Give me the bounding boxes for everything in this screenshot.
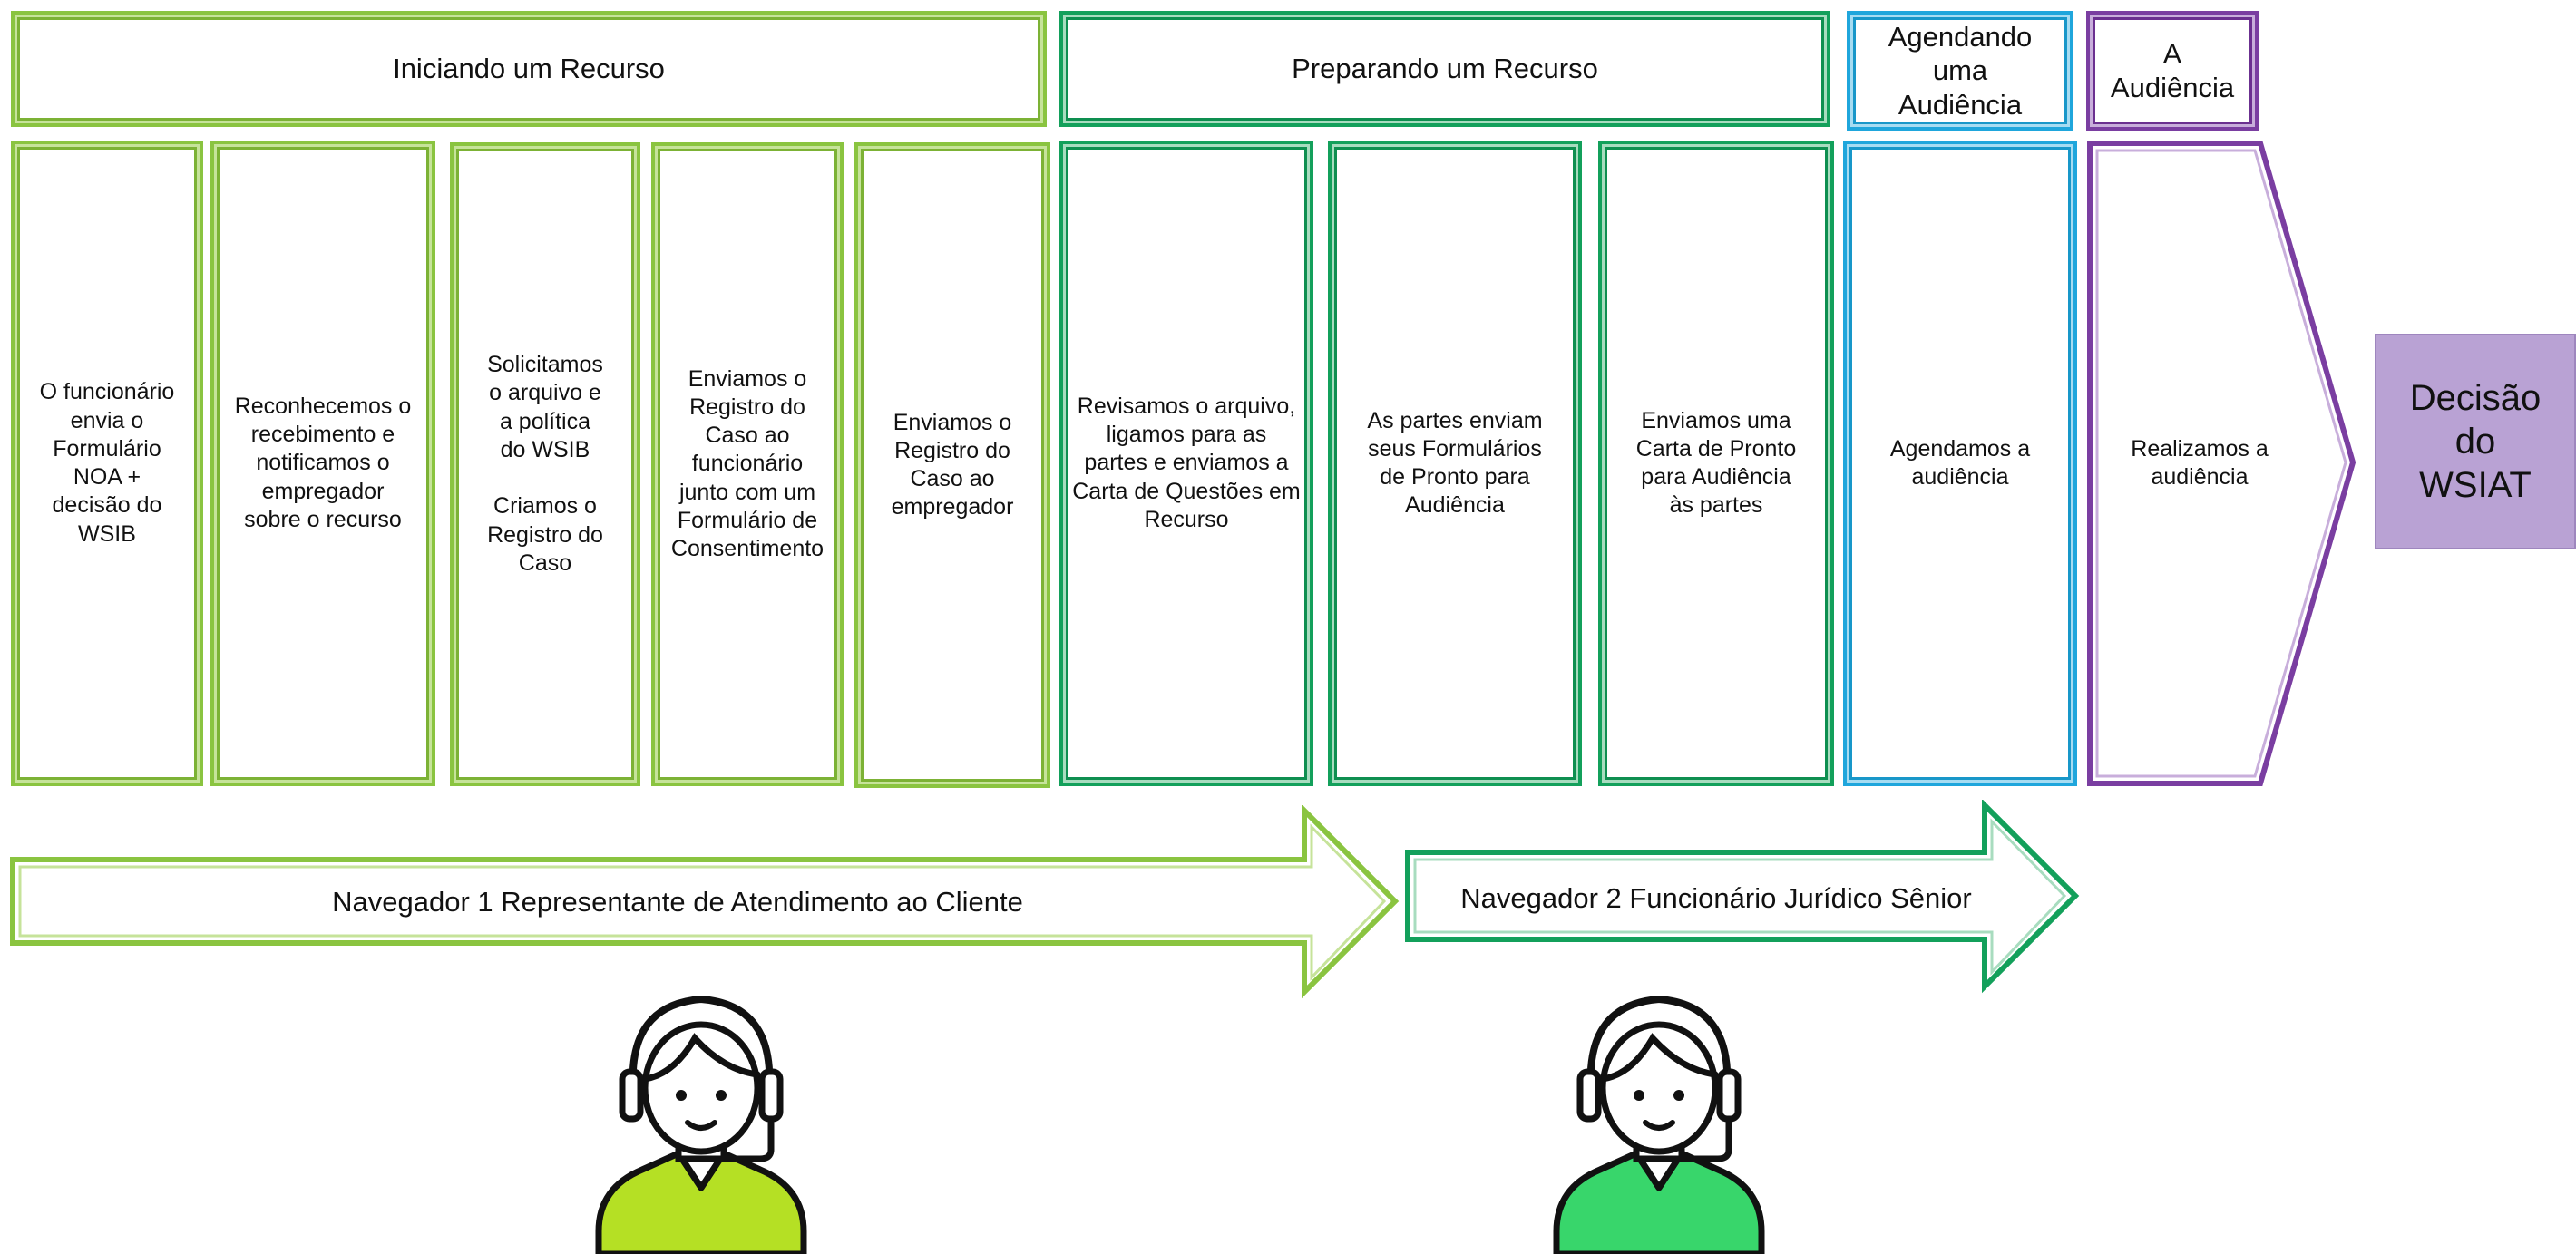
stage-header-initiating-label: Iniciando um Recurso <box>393 53 665 85</box>
navigator-1-label: Navegador 1 Representante de Atendimento… <box>11 860 1344 943</box>
step-send-case-record-employer: Enviamos o Registro do Caso ao empregado… <box>854 142 1050 788</box>
stage-header-scheduling-label: Agendando uma Audiência <box>1888 21 2033 121</box>
stage-header-hearing: A Audiência <box>2086 11 2259 131</box>
step-label: Solicitamos o arquivo e a política do WS… <box>487 352 603 576</box>
stage-header-preparing-label: Preparando um Recurso <box>1292 53 1598 85</box>
step-send-readiness-letter: Enviamos uma Carta de Pronto para Audiên… <box>1598 141 1834 786</box>
step-send-case-record-worker: Enviamos o Registro do Caso ao funcionár… <box>651 142 844 786</box>
step-hold-hearing-chevron <box>2087 141 2356 786</box>
step-label: Reconhecemos o recebimento e notificamos… <box>234 393 412 532</box>
step-label: Agendamos a audiência <box>1889 435 2031 490</box>
step-review-file: Revisamos o arquivo, ligamos para as par… <box>1059 141 1313 786</box>
step-label: Enviamos o Registro do Caso ao empregado… <box>891 409 1014 520</box>
navigator-2-headset-person-icon <box>1553 995 1765 1254</box>
step-label: Realizamos a audiência <box>2131 435 2269 490</box>
navigator-1-label-text: Navegador 1 Representante de Atendimento… <box>332 885 1023 918</box>
navigator-2-label-text: Navegador 2 Funcionário Jurídico Sênior <box>1460 881 1972 914</box>
step-label: Enviamos o Registro do Caso ao funcionár… <box>670 365 825 562</box>
decision-box: Decisão do WSIAT <box>2375 334 2576 549</box>
step-schedule-hearing: Agendamos a audiência <box>1843 141 2077 786</box>
step-label: Enviamos uma Carta de Pronto para Audiên… <box>1635 407 1797 519</box>
step-acknowledge-receipt: Reconhecemos o recebimento e notificamos… <box>210 141 435 786</box>
stage-header-hearing-label: A Audiência <box>2110 37 2235 103</box>
navigator-2-arrow <box>1405 800 2080 994</box>
step-employee-submits: O funcionário envia o Formulário NOA + d… <box>11 141 203 786</box>
stage-header-preparing: Preparando um Recurso <box>1059 11 1830 127</box>
navigator-1-headset-person-icon <box>595 995 807 1254</box>
stage-header-initiating: Iniciando um Recurso <box>11 11 1047 127</box>
navigator-1-arrow <box>10 805 1400 999</box>
step-label: O funcionário envia o Formulário NOA + d… <box>39 379 175 547</box>
step-hold-hearing: Realizamos a audiência <box>2086 141 2313 786</box>
decision-label: Decisão do WSIAT <box>2409 378 2542 505</box>
navigator-2-label: Navegador 2 Funcionário Jurídico Sênior <box>1408 856 2025 939</box>
step-label: Revisamos o arquivo, ligamos para as par… <box>1072 393 1301 532</box>
step-request-file: Solicitamos o arquivo e a política do WS… <box>450 142 640 786</box>
step-parties-submit-forms: As partes enviam seus Formulários de Pro… <box>1328 141 1582 786</box>
stage-header-scheduling: Agendando uma Audiência <box>1847 11 2073 131</box>
step-label: As partes enviam seus Formulários de Pro… <box>1367 407 1543 519</box>
